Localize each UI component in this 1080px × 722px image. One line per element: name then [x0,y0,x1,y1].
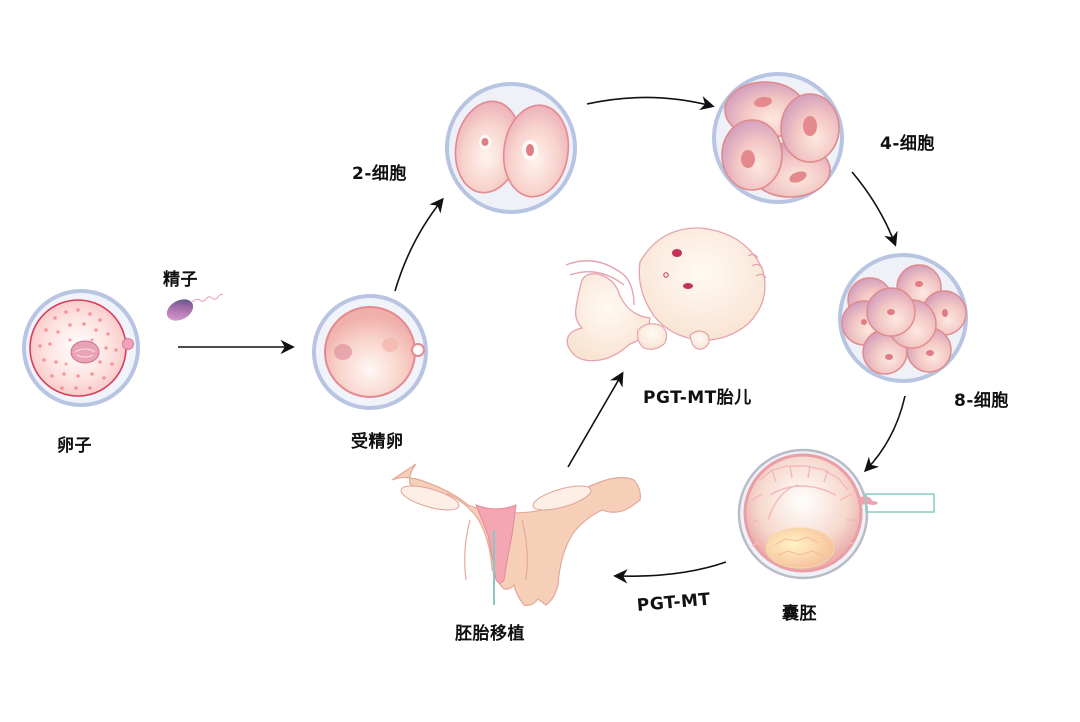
arrow-8cell-to-blastocyst [863,395,906,473]
stage-label-four-cell: 4-细胞 [880,134,935,154]
arrow-4cell-to-8cell [851,171,898,247]
stage-label-sperm: 精子 [163,270,198,290]
uterus-illustration [391,463,641,606]
blastocyst-illustration [737,448,935,580]
arrow-zygote-to-2cell [394,197,444,292]
stage-label-zygote: 受精卵 [351,432,404,452]
stage-label-eight-cell: 8-细胞 [954,391,1009,411]
stage-label-egg: 卵子 [57,436,92,456]
two-cell-illustration [445,82,577,214]
arrow-2cell-to-4cell [586,96,715,111]
egg-illustration [22,289,140,407]
egg-granules [38,308,118,390]
eight-cell-illustration [838,253,968,383]
stage-label-two-cell: 2-细胞 [352,164,407,184]
stage-label-blastocyst: 囊胚 [782,604,817,624]
sperm-illustration [166,293,224,321]
arrow-transfer-to-fetus [567,371,624,468]
zygote-illustration [312,294,428,410]
trophectoderm-cells [747,465,858,547]
flow-arrows [178,96,906,584]
stage-label-embryo-transfer: 胚胎移植 [455,624,525,644]
four-cell-illustration [712,72,844,204]
arrow-blastocyst-to-transfer [613,561,727,584]
stage-label-fetus: PGT-MT胎儿 [643,388,752,408]
fetus-illustration [565,227,767,362]
